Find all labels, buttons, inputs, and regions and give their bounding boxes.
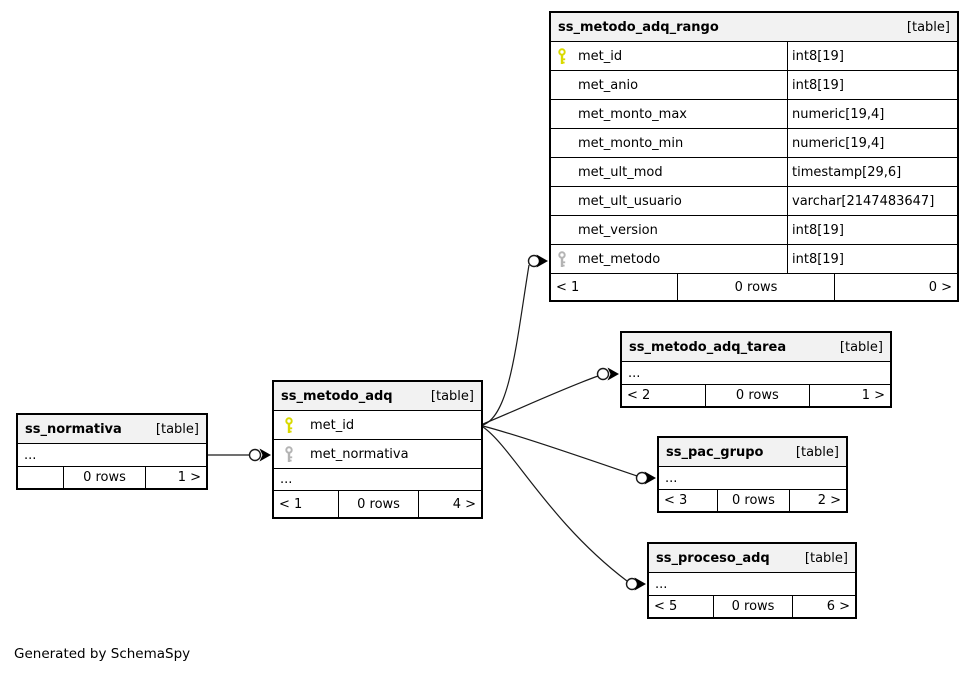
row-count: 0 rows	[63, 467, 146, 488]
parents-count: 2 >	[817, 493, 841, 508]
row-count: 0 rows	[716, 490, 790, 511]
table-title: ss_pac_grupo	[666, 444, 764, 460]
table-header[interactable]: ss_metodo_adq_tarea [table]	[622, 333, 890, 362]
hidden-columns-ellipsis: ...	[18, 444, 206, 467]
column-name: met_monto_max	[578, 106, 687, 122]
column-row: met_anio int8[19]	[551, 71, 957, 100]
column-type: numeric[19,4]	[787, 100, 957, 128]
relationship-arrowhead	[644, 471, 656, 485]
column-row: met_ult_mod timestamp[29,6]	[551, 158, 957, 187]
relationship-line-metodo-proceso	[482, 426, 628, 582]
parents-count: 4 >	[452, 496, 476, 512]
table-type-badge: [table]	[795, 444, 839, 460]
column-name: met_metodo	[578, 251, 661, 267]
table-title: ss_normativa	[25, 421, 122, 437]
table-header[interactable]: ss_proceso_adq [table]	[649, 544, 855, 573]
table-ss-normativa: ss_normativa [table] ... 0 rows 1 >	[16, 413, 208, 490]
column-type: numeric[19,4]	[787, 129, 957, 157]
foreign-key-icon	[557, 250, 569, 268]
table-type-badge: [table]	[430, 388, 474, 404]
children-count: < 2	[627, 388, 651, 403]
relationship-arrowhead	[607, 367, 619, 381]
foreign-key-icon	[284, 445, 296, 463]
column-type: timestamp[29,6]	[787, 158, 957, 186]
children-count: < 3	[664, 493, 688, 508]
hidden-columns-ellipsis: ...	[622, 362, 890, 385]
table-title: ss_proceso_adq	[656, 550, 770, 566]
relationship-arrowhead	[634, 577, 646, 591]
table-type-badge: [table]	[804, 550, 848, 566]
relationship-arrowhead	[536, 254, 548, 268]
column-type: int8[19]	[787, 42, 957, 70]
column-type: int8[19]	[787, 71, 957, 99]
relationship-dot	[596, 367, 610, 381]
table-title: ss_metodo_adq	[281, 388, 393, 404]
table-type-badge: [table]	[906, 19, 950, 35]
table-ss-metodo-adq-rango: ss_metodo_adq_rango [table] met_id int8[…	[549, 11, 959, 302]
column-name: met_id	[578, 48, 623, 64]
column-type: int8[19]	[787, 216, 957, 244]
column-row: met_id int8[19]	[551, 42, 957, 71]
children-count: < 1	[556, 279, 580, 295]
row-count: 0 rows	[705, 385, 810, 406]
column-row: met_version int8[19]	[551, 216, 957, 245]
column-name: met_id	[310, 417, 355, 433]
parents-count: 1 >	[861, 388, 885, 403]
hidden-columns-ellipsis: ...	[649, 573, 855, 596]
table-ss-metodo-adq-tarea: ss_metodo_adq_tarea [table] ... < 2 0 ro…	[620, 331, 892, 408]
generated-by-note: Generated by SchemaSpy	[14, 646, 191, 662]
column-row: met_id	[274, 411, 481, 440]
row-count: 0 rows	[712, 596, 794, 617]
table-ss-proceso-adq: ss_proceso_adq [table] ... < 5 0 rows 6 …	[647, 542, 857, 619]
relationship-line-metodo-pacgrupo	[482, 425, 638, 477]
parents-count: 6 >	[826, 599, 850, 614]
column-name: met_ult_usuario	[578, 193, 682, 209]
parents-count: 0 >	[928, 279, 952, 295]
children-count: < 1	[279, 496, 303, 512]
relationship-line-metodo-rango	[482, 264, 530, 426]
parents-count: 1 >	[177, 470, 201, 485]
column-name: met_ult_mod	[578, 164, 663, 180]
children-count	[18, 467, 63, 488]
table-header[interactable]: ss_metodo_adq [table]	[274, 382, 481, 411]
primary-key-icon	[284, 416, 296, 434]
primary-key-icon	[557, 47, 569, 65]
column-type: varchar[2147483647]	[787, 187, 957, 215]
relationship-dot	[248, 448, 262, 462]
row-count: 0 rows	[676, 274, 836, 300]
table-header[interactable]: ss_normativa [table]	[18, 415, 206, 444]
table-type-badge: [table]	[839, 339, 883, 355]
table-header[interactable]: ss_pac_grupo [table]	[659, 438, 846, 467]
relationship-arrowhead	[259, 448, 271, 462]
hidden-columns-ellipsis: ...	[274, 469, 481, 491]
column-row: met_monto_max numeric[19,4]	[551, 100, 957, 129]
column-name: met_monto_min	[578, 135, 684, 151]
row-count: 0 rows	[338, 491, 419, 517]
column-row: met_metodo int8[19]	[551, 245, 957, 274]
children-count: < 5	[654, 599, 678, 614]
column-row: met_monto_min numeric[19,4]	[551, 129, 957, 158]
column-name: met_normativa	[310, 446, 409, 462]
table-type-badge: [table]	[155, 421, 199, 437]
column-name: met_anio	[578, 77, 639, 93]
column-name: met_version	[578, 222, 658, 238]
table-title: ss_metodo_adq_tarea	[629, 339, 787, 355]
table-header[interactable]: ss_metodo_adq_rango [table]	[551, 13, 957, 42]
column-row: met_ult_usuario varchar[2147483647]	[551, 187, 957, 216]
column-type: int8[19]	[787, 245, 957, 273]
table-title: ss_metodo_adq_rango	[558, 19, 719, 35]
table-ss-pac-grupo: ss_pac_grupo [table] ... < 3 0 rows 2 >	[657, 436, 848, 513]
hidden-columns-ellipsis: ...	[659, 467, 846, 490]
relationship-line-metodo-tarea	[482, 375, 599, 425]
column-row: met_normativa	[274, 440, 481, 469]
table-ss-metodo-adq: ss_metodo_adq [table] met_id met_normati…	[272, 380, 483, 519]
